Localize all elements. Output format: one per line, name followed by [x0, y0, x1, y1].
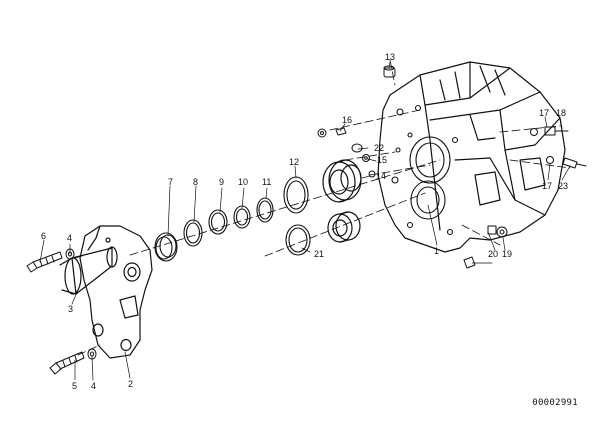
callout-5: 5 [72, 381, 78, 391]
callout-12: 12 [289, 157, 300, 167]
callout-15: 15 [377, 155, 388, 165]
bearing-upper [322, 159, 362, 203]
bolt-upper [26, 251, 63, 273]
callout-2: 2 [128, 379, 134, 389]
callout-1: 1 [434, 246, 440, 256]
assembly-axis-lines [74, 59, 571, 356]
callout-22: 22 [374, 143, 385, 153]
callout-16: 16 [342, 115, 353, 125]
transfer-case-housing [377, 61, 566, 253]
callout-4-upper: 4 [67, 233, 73, 243]
callout-21: 21 [314, 249, 325, 259]
housing-cover-plate [391, 104, 459, 236]
output-shaft [59, 246, 118, 295]
callout-19: 19 [502, 249, 513, 259]
bearing-lower [327, 211, 361, 243]
callout-9: 9 [219, 177, 225, 187]
callout-20: 20 [488, 249, 499, 259]
callout-23: 23 [558, 181, 569, 191]
callout-3: 3 [68, 304, 74, 314]
diagram-number: 00002991 [532, 398, 578, 408]
shim-rings [154, 176, 311, 262]
output-flange-housing [79, 225, 153, 359]
callout-7: 7 [168, 177, 174, 187]
housing-fasteners [317, 65, 587, 269]
callout-13: 13 [385, 52, 396, 62]
callout-4-lower: 4 [91, 381, 97, 391]
callout-17-upper: 17 [539, 108, 550, 118]
leader-lines [39, 61, 571, 381]
callout-11: 11 [262, 177, 272, 187]
callout-17-lower: 17 [542, 181, 553, 191]
callout-6: 6 [41, 231, 47, 241]
callout-10: 10 [238, 177, 249, 187]
bolt-lower [49, 351, 85, 375]
callout-14: 14 [376, 171, 387, 181]
callout-18: 18 [556, 108, 567, 118]
callout-8: 8 [193, 177, 199, 187]
